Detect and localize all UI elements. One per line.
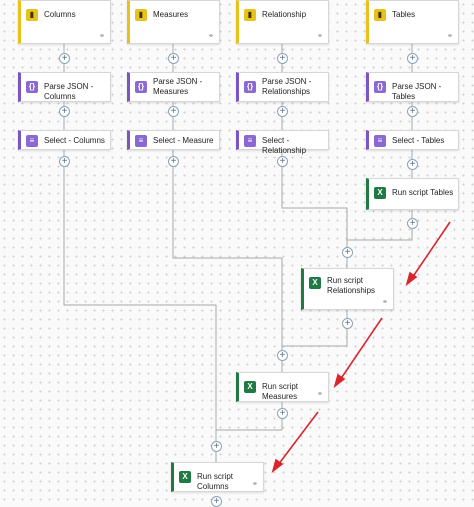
link-icon[interactable]: ⚭ <box>317 391 323 398</box>
add-step-plus-icon[interactable]: + <box>168 53 179 64</box>
tables-action-card[interactable]: ▮ Tables ⚭ <box>366 0 459 44</box>
arrow-annotation <box>411 221 451 279</box>
excel-icon: X <box>179 471 191 483</box>
run-script-measures-label: Run script Measures <box>262 382 299 401</box>
add-step-plus-icon[interactable]: + <box>277 156 288 167</box>
select-tables-label: Select - Tables <box>392 136 445 145</box>
excel-icon: X <box>244 381 256 393</box>
link-icon[interactable]: ⚭ <box>99 33 105 40</box>
select-icon: ≡ <box>244 135 256 147</box>
measures-action-card[interactable]: ▮ Measures ⚭ <box>127 0 220 44</box>
run-script-measures-card[interactable]: X Run script Measures ⚭ <box>236 372 329 402</box>
run-script-relationships-card[interactable]: X Run script Relationships ⚭ <box>301 268 394 310</box>
data-operation-icon: {} <box>26 81 38 93</box>
tables-action-label: Tables <box>392 10 416 19</box>
select-relationship-label: Select - Relationship <box>262 136 307 155</box>
add-step-plus-icon[interactable]: + <box>277 408 288 419</box>
select-columns-card[interactable]: ≡ Select - Columns <box>18 130 111 150</box>
add-step-plus-icon[interactable]: + <box>277 106 288 117</box>
power-bi-icon: ▮ <box>244 9 256 21</box>
add-step-plus-icon[interactable]: + <box>407 106 418 117</box>
run-script-columns-label: Run script Columns <box>197 472 234 491</box>
power-bi-icon: ▮ <box>135 9 147 21</box>
add-step-plus-icon[interactable]: + <box>211 496 222 507</box>
parse-json-tables-label: Parse JSON - Tables <box>392 82 442 101</box>
annotation-arrows <box>271 221 451 474</box>
parse-json-tables-card[interactable]: {} Parse JSON - Tables <box>366 72 459 102</box>
add-step-plus-icon[interactable]: + <box>277 350 288 361</box>
data-operation-icon: {} <box>135 81 147 93</box>
add-step-plus-icon[interactable]: + <box>59 106 70 117</box>
arrow-annotation <box>339 317 383 381</box>
select-tables-card[interactable]: ≡ Select - Tables <box>366 130 459 150</box>
add-step-plus-icon[interactable]: + <box>59 53 70 64</box>
link-icon[interactable]: ⚭ <box>382 299 388 306</box>
add-step-plus-icon[interactable]: + <box>407 53 418 64</box>
parse-json-measures-card[interactable]: {} Parse JSON - Measures <box>127 72 220 102</box>
add-step-plus-icon[interactable]: + <box>342 318 353 329</box>
add-step-plus-icon[interactable]: + <box>277 53 288 64</box>
relationship-action-label: Relationship <box>262 10 307 19</box>
parse-json-columns-card[interactable]: {} Parse JSON - Columns <box>18 72 111 102</box>
excel-icon: X <box>374 187 386 199</box>
select-measure-card[interactable]: ≡ Select - Measure <box>127 130 220 150</box>
select-relationship-card[interactable]: ≡ Select - Relationship <box>236 130 329 155</box>
parse-json-relationships-label: Parse JSON - Relationships <box>262 77 311 97</box>
power-bi-icon: ▮ <box>26 9 38 21</box>
run-script-relationships-label: Run script Relationships <box>327 276 375 296</box>
add-step-plus-icon[interactable]: + <box>168 106 179 117</box>
measures-action-label: Measures <box>153 10 189 19</box>
run-script-tables-card[interactable]: X Run script Tables <box>366 178 459 210</box>
parse-json-columns-label: Parse JSON - Columns <box>44 82 94 101</box>
select-icon: ≡ <box>374 135 386 147</box>
add-step-plus-icon[interactable]: + <box>342 247 353 258</box>
parse-json-measures-label: Parse JSON - Measures <box>153 77 202 97</box>
select-icon: ≡ <box>26 135 38 147</box>
link-icon[interactable]: ⚭ <box>447 33 453 40</box>
add-step-plus-icon[interactable]: + <box>407 159 418 170</box>
link-icon[interactable]: ⚭ <box>252 481 258 488</box>
label-line-1: Parse JSON - <box>262 77 312 86</box>
run-script-columns-card[interactable]: X Run script Columns ⚭ <box>171 462 264 492</box>
relationship-action-card[interactable]: ▮ Relationship ⚭ <box>236 0 329 44</box>
columns-action-card[interactable]: ▮ Columns ⚭ <box>18 0 111 44</box>
label-line-2: Measures <box>153 87 189 96</box>
add-step-plus-icon[interactable]: + <box>407 218 418 229</box>
add-step-plus-icon[interactable]: + <box>59 156 70 167</box>
link-icon[interactable]: ⚭ <box>317 33 323 40</box>
label-line-1: Run script <box>327 276 364 285</box>
select-columns-label: Select - Columns <box>44 136 105 145</box>
add-step-plus-icon[interactable]: + <box>211 441 222 452</box>
power-bi-icon: ▮ <box>374 9 386 21</box>
parse-json-relationships-card[interactable]: {} Parse JSON - Relationships <box>236 72 329 102</box>
data-operation-icon: {} <box>374 81 386 93</box>
select-icon: ≡ <box>135 135 147 147</box>
select-measure-label: Select - Measure <box>153 136 214 145</box>
excel-icon: X <box>309 277 321 289</box>
data-operation-icon: {} <box>244 81 256 93</box>
run-script-tables-label: Run script Tables <box>392 188 454 197</box>
label-line-2: Relationships <box>327 286 376 295</box>
add-step-plus-icon[interactable]: + <box>168 156 179 167</box>
columns-action-label: Columns <box>44 10 76 19</box>
arrow-annotation <box>277 411 319 466</box>
label-line-1: Parse JSON - <box>153 77 203 86</box>
link-icon[interactable]: ⚭ <box>208 33 214 40</box>
label-line-2: Relationships <box>262 87 311 96</box>
